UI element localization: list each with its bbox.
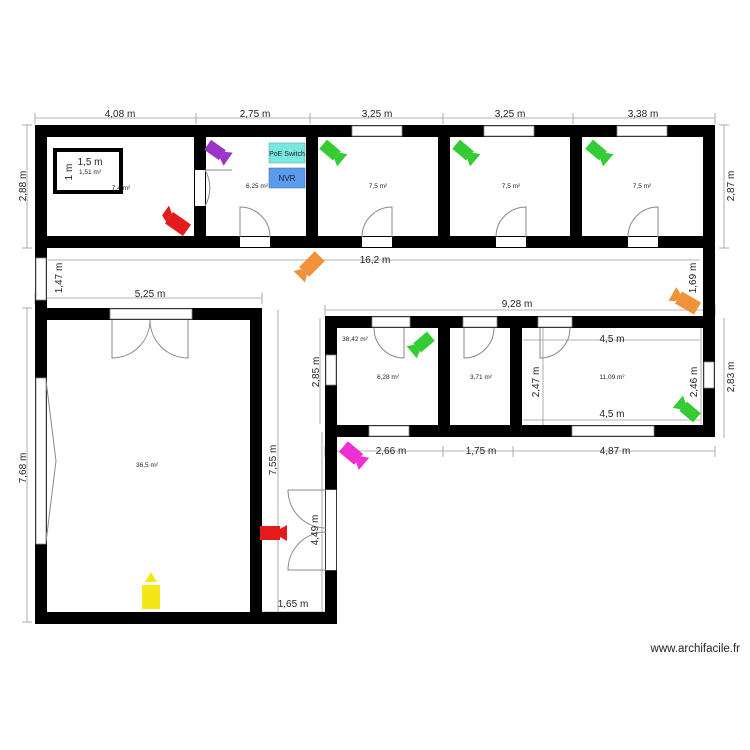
window	[571, 425, 655, 437]
dim-entry-height: 4,49 m	[310, 515, 321, 546]
cameras	[142, 139, 702, 609]
door	[361, 206, 393, 238]
door	[463, 327, 495, 359]
camera-icon	[585, 139, 614, 167]
camera-icon	[668, 287, 702, 315]
dim-top-3: 3,25 m	[362, 109, 393, 120]
window	[537, 316, 573, 328]
dim-big-room-height: 7,68 m	[18, 453, 29, 484]
dim-outer-right-height: 2,83 m	[726, 362, 737, 393]
dim-bottom-2: 1,75 m	[466, 446, 497, 457]
window	[703, 361, 715, 389]
area-east-1-inner: 6,28 m²	[377, 374, 400, 381]
area-east-1: 38,42 m²	[342, 336, 368, 343]
equipment-labels: PoE Switch NVR	[269, 151, 305, 183]
area-room3: 7,5 m²	[369, 183, 388, 190]
camera-icon	[406, 331, 435, 359]
camera-icon	[452, 139, 481, 167]
dim-bottom-1: 2,66 m	[376, 446, 407, 457]
camera-icon	[319, 139, 348, 167]
camera-icon	[672, 395, 701, 423]
door	[539, 327, 571, 359]
window	[616, 125, 668, 137]
poe-switch	[268, 142, 306, 164]
camera-icon	[293, 251, 325, 283]
window-opening	[45, 379, 57, 543]
dim-entry-width: 1,65 m	[278, 599, 309, 610]
poe-switch-label: PoE Switch	[269, 151, 305, 158]
window	[371, 316, 411, 328]
dim-top-2: 2,75 m	[240, 109, 271, 120]
camera-icon	[162, 205, 192, 237]
dim-top-1: 4,08 m	[105, 109, 136, 120]
dim-bottom-3: 4,87 m	[600, 446, 631, 457]
area-room5: 7,5 m²	[633, 183, 652, 190]
door	[373, 327, 405, 359]
area-room1: 7,4 m²	[112, 185, 131, 192]
watermark: www.archifacile.fr	[650, 643, 741, 655]
window	[325, 354, 337, 386]
door	[239, 206, 271, 238]
camera-icon	[260, 525, 287, 541]
dim-top-4: 3,25 m	[495, 109, 526, 120]
dim-room-right-bottom: 4,5 m	[599, 409, 624, 420]
dim-top-5: 3,38 m	[628, 109, 659, 120]
dim-box-width: 1,5 m	[77, 157, 102, 168]
dim-right-corridor: 1,69 m	[688, 263, 699, 294]
window	[35, 377, 47, 545]
window	[109, 308, 193, 320]
dim-east-wing-width: 9,28 m	[502, 299, 533, 310]
dim-big-room-width: 5,25 m	[135, 289, 166, 300]
area-room2: 6,25 m²	[246, 183, 269, 190]
area-big-room: 36,5 m²	[136, 462, 159, 469]
dim-corridor: 16,2 m	[360, 255, 391, 266]
entry-double-door	[287, 489, 327, 571]
window	[351, 125, 403, 137]
area-east-2: 3,71 m²	[470, 374, 493, 381]
double-door	[111, 319, 189, 359]
camera-icon	[338, 441, 370, 471]
dim-room-right-top: 4,5 m	[599, 334, 624, 345]
window	[483, 125, 535, 137]
nvr	[268, 167, 306, 189]
dim-left-top: 2,88 m	[18, 171, 29, 202]
dim-big-room-inner-height: 7,55 m	[268, 445, 279, 476]
area-room4: 7,5 m²	[502, 183, 521, 190]
dim-small-right-height: 2,46 m	[689, 367, 700, 398]
equipment	[53, 142, 306, 194]
doors	[45, 169, 659, 571]
dim-left-corridor: 1,47 m	[54, 263, 65, 294]
area-box: 1,51 m²	[79, 169, 102, 176]
walls	[35, 125, 715, 624]
dim-mid-height: 2,47 m	[531, 367, 542, 398]
dim-box-height: 1 m	[64, 164, 75, 181]
door	[627, 206, 659, 238]
door	[204, 169, 232, 207]
camera-icon	[204, 139, 233, 166]
dimension-labels: 4,08 m 2,75 m 3,25 m 3,25 m 3,38 m 2,88 …	[18, 109, 737, 610]
dim-right-top: 2,87 m	[726, 171, 737, 202]
area-east-3: 11,09 m²	[599, 374, 625, 381]
dim-east-wing-height: 2,85 m	[311, 357, 322, 388]
window	[368, 425, 410, 437]
door	[495, 206, 527, 238]
small-box	[53, 148, 123, 194]
window	[462, 316, 498, 328]
window	[35, 257, 47, 301]
nvr-label: NVR	[279, 174, 296, 183]
area-labels: 1,51 m² 7,4 m² 6,25 m² 7,5 m² 7,5 m² 7,5…	[79, 169, 652, 469]
dimension-lines	[22, 113, 729, 623]
camera-icon	[142, 572, 160, 609]
